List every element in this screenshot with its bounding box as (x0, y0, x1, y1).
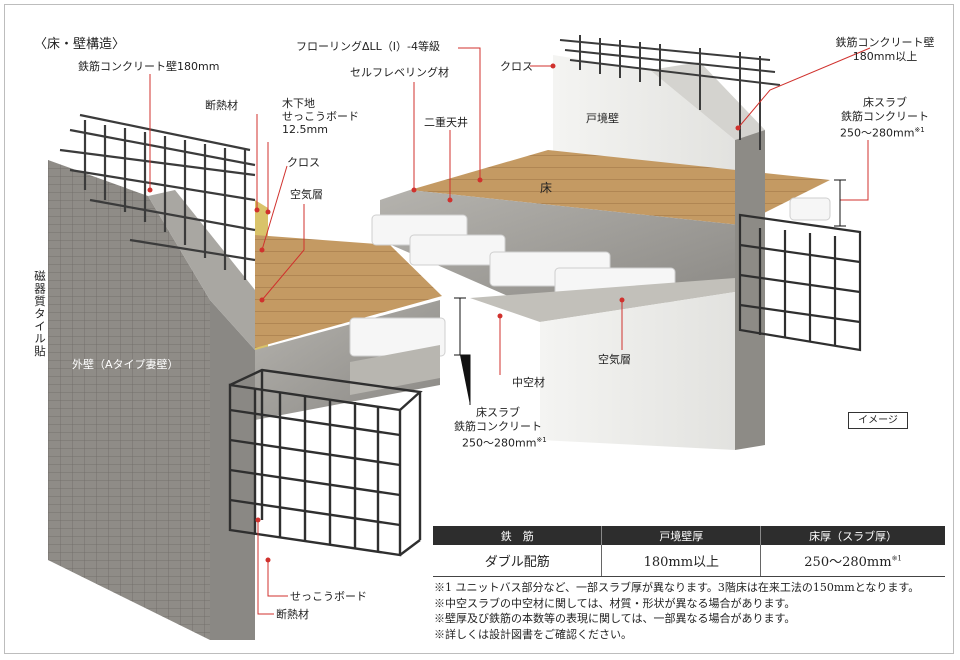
label-flooring: フローリングΔLL（Ⅰ）-4等級 (296, 40, 440, 53)
floor-wood-right (410, 150, 830, 225)
leader-lines (149, 47, 871, 615)
label-rc-wall-180-up-1: 鉄筋コンクリート壁 (835, 36, 935, 49)
label-hollow: 中空材 (512, 376, 545, 389)
label-gypsum-board: せっこうボード (282, 110, 359, 123)
label-cloth-right: クロス (500, 60, 533, 73)
leader-dots (147, 63, 741, 563)
label-party-wall: 戸境壁 (586, 112, 619, 125)
label-gypsum-thickness: 12.5mm (282, 123, 328, 136)
notes: ※1 ユニットバス部分など、一部スラブ厚が異なります。3階床は在来工法の150m… (434, 580, 919, 642)
rebar-cage-right (738, 213, 862, 352)
ceiling-left (350, 345, 440, 395)
rebar-right-upper (559, 35, 781, 150)
label-gypsum-bottom: せっこうボード (290, 590, 367, 603)
spec-table: 鉄 筋 戸境壁厚 床厚（スラブ厚） ダブル配筋 180mm以上 250～280m… (433, 526, 945, 577)
header-wall-thickness: 戸境壁厚 (601, 526, 762, 545)
party-wall-lower (540, 292, 735, 450)
label-cloth-left: クロス (287, 156, 320, 169)
right-block (371, 35, 862, 450)
note-2: ※中空スラブの中空材に関しては、材質・形状が異なる場合があります。 (434, 596, 796, 610)
wall-top (148, 190, 255, 350)
left-block (48, 113, 446, 640)
rebar-cage-lower (228, 368, 423, 557)
note-1: ※1 ユニットバス部分など、一部スラブ厚が異なります。3階床は在来工法の150m… (434, 581, 920, 594)
note-3: ※壁厚及び鉄筋の本数等の表現に関しては、一部異なる場合があります。 (434, 612, 796, 625)
label-slab-right-2: 鉄筋コンクリート (841, 110, 929, 123)
label-tile: 磁器質タイル貼 (33, 270, 47, 358)
slab-right-thickness: 250～280mm (840, 126, 915, 140)
rebar-left-upper (59, 113, 256, 280)
label-slab-bottom-3: 250～280mm※1 (462, 434, 547, 450)
label-slab-right-3: 250～280mm※1 (840, 124, 925, 140)
label-floor: 床 (540, 181, 553, 195)
header-slab-thickness: 床厚（スラブ厚） (760, 526, 945, 545)
image-tag: イメージ (848, 412, 908, 429)
slab-right-note: ※1 (914, 126, 925, 134)
note-4: ※詳しくは設計図書をご確認ください。 (434, 627, 632, 641)
label-slab-right-1: 床スラブ (863, 96, 907, 109)
dimension-lines (454, 179, 846, 405)
label-air-layer-left: 空気層 (290, 188, 323, 201)
label-air-layer-bottom: 空気層 (598, 353, 631, 366)
label-rc-wall-180-up-2: 180mm以上 (852, 50, 918, 63)
right-column (735, 130, 765, 450)
spec-table-header: 鉄 筋 戸境壁厚 床厚（スラブ厚） (433, 526, 945, 545)
label-double-ceiling: 二重天井 (424, 116, 468, 129)
label-slab-bottom-2: 鉄筋コンクリート (454, 420, 542, 433)
slab-bottom-thickness: 250～280mm (462, 436, 537, 450)
label-self-leveling: セルフレベリング材 (350, 66, 449, 79)
label-insulation-bottom: 断熱材 (276, 608, 309, 621)
label-wood-base: 木下地 (282, 97, 315, 110)
cell-wall-thickness: 180mm以上 (601, 545, 762, 577)
spec-table-row: ダブル配筋 180mm以上 250～280mm※1 (433, 545, 945, 577)
slab-thickness-value: 250～280mm (804, 555, 892, 570)
frame-border (4, 4, 954, 654)
cell-slab-thickness: 250～280mm※1 (760, 545, 945, 577)
header-rebar: 鉄 筋 (433, 526, 603, 545)
label-outer-wall: 外壁（Aタイプ妻壁） (72, 358, 179, 371)
ceiling-right (470, 278, 735, 322)
label-slab-bottom-1: 床スラブ (476, 406, 520, 419)
cell-rebar: ダブル配筋 (433, 545, 603, 577)
slab-thickness-note: ※1 (891, 554, 902, 563)
tile-wall (48, 160, 210, 640)
label-rc-wall-180: 鉄筋コンクリート壁180mm (78, 60, 220, 73)
diagram-title: 〈床・壁構造〉 (34, 37, 126, 52)
label-insulation-top: 断熱材 (205, 99, 238, 112)
floor-wood-left (255, 235, 442, 348)
party-wall-top-edge (650, 62, 765, 140)
slab-bottom-note: ※1 (536, 436, 547, 444)
